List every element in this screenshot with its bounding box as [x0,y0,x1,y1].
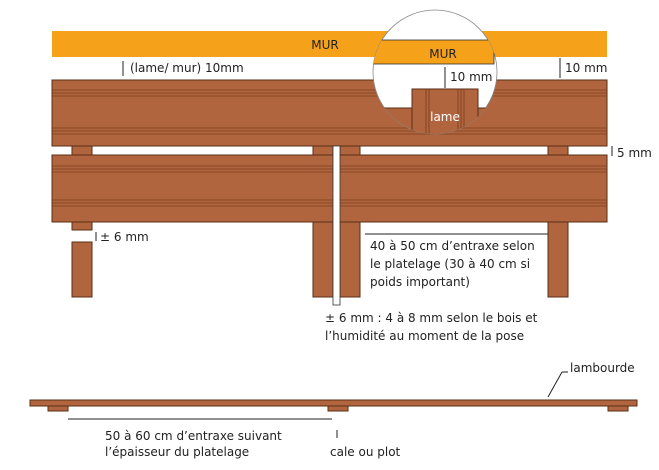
deck-board-top [51,79,608,147]
gap-joist-label: ± 6 mm [100,230,149,244]
spacing-text: poids important) [370,275,470,289]
gap-wall-label: (lame/ mur) 10mm [130,61,244,75]
joint-text: l’humidité au moment de la pose [325,329,524,343]
pad [607,405,629,412]
gap-wall-right-label: 10 mm [565,61,607,75]
joist-side [29,399,638,407]
joists-below [71,221,569,298]
gap-boards-label: 5 mm [617,146,652,160]
joists-between [71,145,569,156]
wall-zoom-label: MUR [429,47,456,61]
spacing-text: 40 à 50 cm d’entraxe selon [370,239,535,253]
wall-label: MUR [311,38,338,52]
pad-label: cale ou plot [330,445,401,459]
gap-zoom-label: 10 mm [450,70,492,84]
pad-spacing-text: l’épaisseur du platelage [105,445,249,459]
magnifier: MUR 10 mm lame [372,9,498,135]
board-zoom-label: lame [430,110,460,124]
joint-gap [332,145,341,306]
joist-label: lambourde [570,361,635,375]
deck-board-bottom [51,154,608,223]
joist-leader [547,371,563,398]
pad [327,405,349,412]
joint-text: ± 6 mm : 4 à 8 mm selon le bois et [325,311,538,325]
pad [47,405,69,412]
pad-spacing-text: 50 à 60 cm d’entraxe suivant [105,429,282,443]
wall-bar [52,31,607,57]
spacing-text: le platelage (30 à 40 cm si [370,257,530,271]
